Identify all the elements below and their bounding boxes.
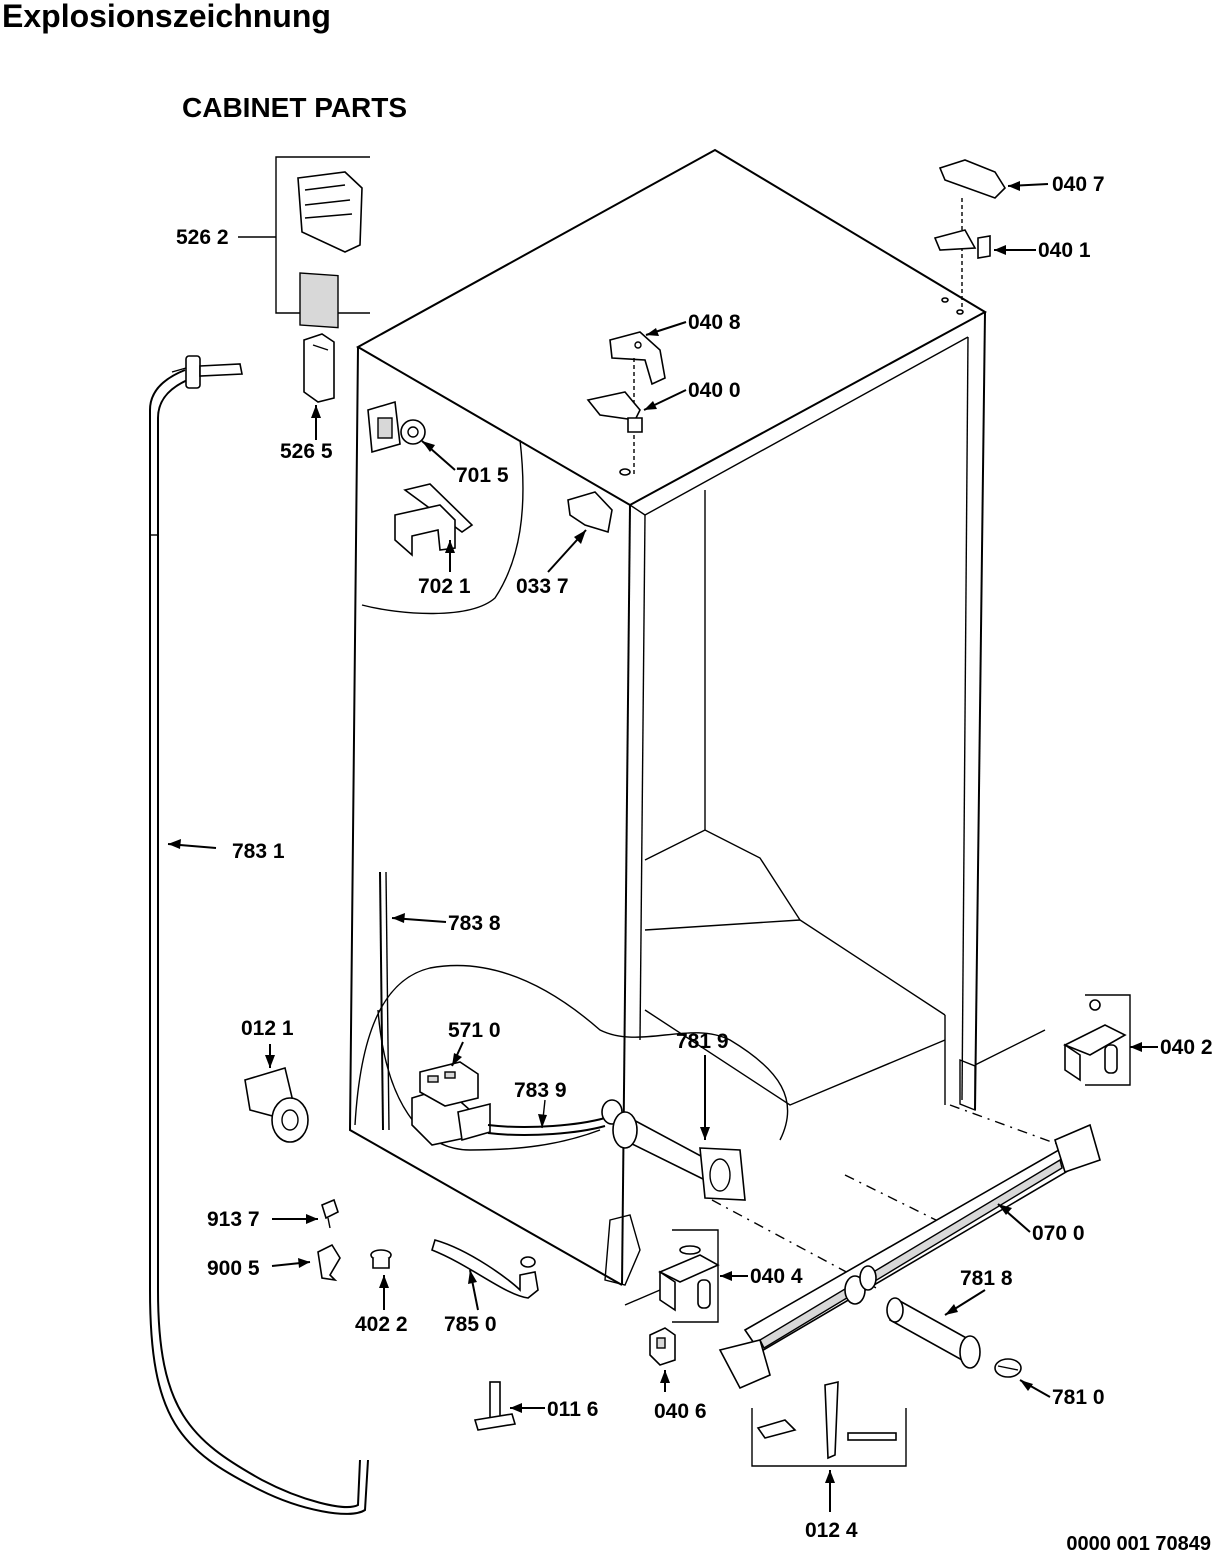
part-781-9-group: 781 9 (601, 1030, 746, 1201)
label-783-1: 783 1 (232, 840, 285, 863)
label-011-6: 011 6 (547, 1398, 598, 1421)
label-040-2: 040 2 (1160, 1036, 1213, 1059)
part-402-2-group: 402 2 (355, 1249, 408, 1336)
page-title: Explosionszeichnung (2, 0, 331, 34)
part-702-1-group: 702 1 (394, 483, 474, 598)
label-033-7: 033 7 (516, 575, 569, 598)
label-783-9: 783 9 (514, 1079, 567, 1102)
label-070-0: 070 0 (1032, 1222, 1085, 1245)
label-781-9: 781 9 (676, 1030, 729, 1053)
label-526-2: 526 2 (176, 226, 229, 249)
part-701-5-group: 701 5 (367, 400, 509, 487)
part-070-0-group: 070 0 (718, 1123, 1101, 1390)
part-040-6-group: 040 6 (649, 1327, 707, 1423)
part-526-5-group: 526 5 (280, 333, 335, 463)
label-040-7: 040 7 (1052, 173, 1105, 196)
part-783-8-group: 783 8 (379, 871, 501, 1131)
label-040-1: 040 1 (1038, 239, 1091, 262)
part-526-2-group: 526 2 (176, 156, 370, 329)
part-011-6-group: 011 6 (473, 1381, 598, 1431)
label-040-4: 040 4 (750, 1265, 803, 1288)
part-783-1-group: 783 1 (149, 355, 369, 1515)
part-040-4-group: 040 4 (604, 1214, 803, 1323)
label-900-5: 900 5 (207, 1257, 260, 1280)
section-title: CABINET PARTS (182, 92, 408, 123)
label-012-1: 012 1 (241, 1017, 294, 1040)
part-040-7-group: 040 7 040 1 (933, 159, 1105, 315)
label-040-6: 040 6 (654, 1400, 707, 1423)
label-785-0: 785 0 (444, 1313, 497, 1336)
label-040-0: 040 0 (688, 379, 741, 402)
part-781-8-group: 781 8 781 0 (886, 1267, 1105, 1409)
label-781-8: 781 8 (960, 1267, 1013, 1290)
label-702-1: 702 1 (418, 575, 471, 598)
label-040-8: 040 8 (688, 311, 741, 334)
label-526-5: 526 5 (280, 440, 333, 463)
label-913-7: 913 7 (207, 1208, 260, 1231)
label-701-5: 701 5 (456, 464, 509, 487)
label-402-2: 402 2 (355, 1313, 408, 1336)
part-913-7-group: 913 7 (207, 1198, 339, 1231)
part-571-0-group: 571 0 783 9 (411, 1019, 606, 1146)
part-900-5-group: 900 5 (207, 1243, 341, 1282)
part-033-7-group: 033 7 (516, 491, 613, 598)
assembly-lines (711, 1104, 1061, 1291)
part-012-1-group: 012 1 (241, 1017, 309, 1143)
part-040-2-group: 040 2 (974, 994, 1213, 1086)
part-012-4-group: 012 4 (751, 1380, 907, 1542)
label-571-0: 571 0 (448, 1019, 501, 1042)
part-785-0-group: 785 0 (431, 1239, 539, 1336)
document-number: 0000 001 70849 (1066, 1533, 1211, 1555)
cabinet-body (348, 148, 988, 1286)
label-012-4: 012 4 (805, 1519, 858, 1542)
label-781-0: 781 0 (1052, 1386, 1105, 1409)
part-040-8-group: 040 8 040 0 (586, 311, 741, 476)
label-783-8: 783 8 (448, 912, 501, 935)
